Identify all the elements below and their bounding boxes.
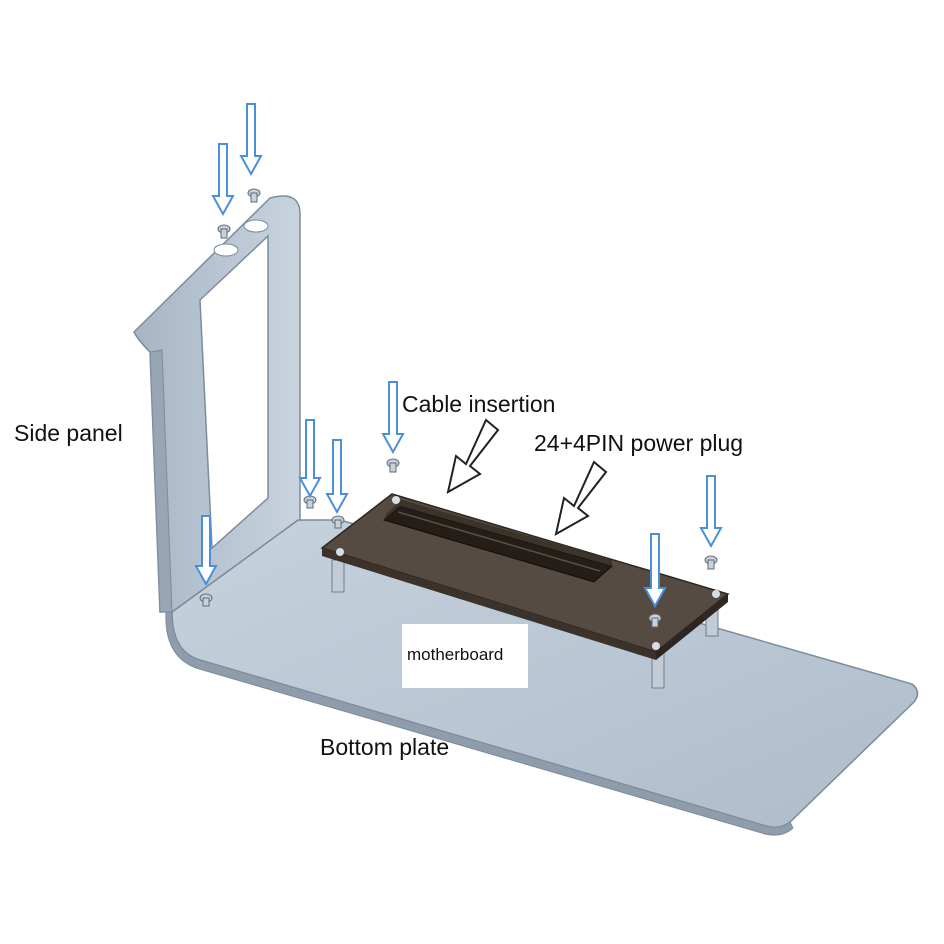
motherboard-label: motherboard — [407, 645, 504, 664]
mount-hole — [652, 642, 660, 650]
screw-icon — [247, 188, 261, 203]
down-arrow-icon — [239, 103, 263, 177]
side-panel — [133, 195, 301, 613]
mount-hole — [712, 590, 720, 598]
screw-icon — [648, 613, 662, 628]
down-arrow-icon — [325, 439, 349, 515]
screw-icon — [704, 555, 718, 570]
down-arrow-icon — [194, 515, 218, 587]
down-arrow-icon — [211, 143, 235, 217]
power-plug-arrow-icon — [554, 460, 608, 536]
power-plug-label: 24+4PIN power plug — [534, 430, 744, 456]
screw-icon — [386, 458, 400, 473]
down-arrow-icon — [699, 475, 723, 549]
screw-arrows — [194, 103, 723, 609]
mount-hole — [392, 496, 400, 504]
side-panel-label: Side panel — [14, 420, 123, 446]
bottom-plate — [165, 519, 919, 836]
screws — [199, 188, 718, 628]
down-arrow-icon — [643, 533, 667, 609]
pcie-slot — [382, 500, 614, 583]
riser-board — [320, 493, 730, 660]
callout-arrows — [446, 418, 608, 536]
screw-icon — [199, 593, 213, 607]
cable-insertion-arrow-icon — [446, 418, 500, 494]
down-arrow-icon — [381, 381, 405, 455]
screw-icon — [217, 224, 231, 239]
screw-icon — [331, 515, 345, 529]
cable-insertion-label: Cable insertion — [402, 391, 556, 417]
mount-hole — [336, 548, 344, 556]
motherboard-label-box — [402, 624, 528, 688]
down-arrow-icon — [298, 419, 322, 499]
standoff — [331, 559, 345, 593]
bottom-plate-label: Bottom plate — [320, 734, 450, 760]
